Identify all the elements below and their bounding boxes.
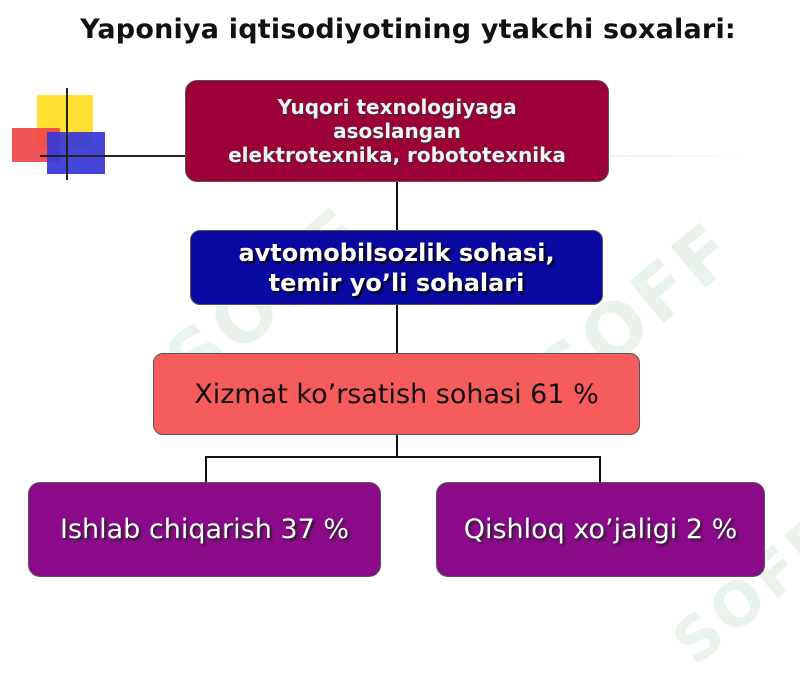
- connector-line: [396, 182, 398, 230]
- node-automotive: avtomobilsozlik sohasi, temir yo’li soha…: [190, 230, 603, 305]
- node-industry-label: Ishlab chiqarish 37 %: [59, 514, 349, 545]
- decor-vertical-line: [66, 88, 68, 180]
- node-automotive-line: temir yo’li sohalari: [268, 268, 525, 297]
- decor-blue-square: [47, 132, 105, 174]
- connector-branch-line: [205, 456, 601, 458]
- connector-line: [599, 456, 601, 482]
- node-industry: Ishlab chiqarish 37 %: [28, 482, 381, 577]
- node-services-label: Xizmat ko’rsatish sohasi 61 %: [194, 378, 599, 410]
- node-services: Xizmat ko’rsatish sohasi 61 %: [153, 353, 640, 435]
- node-agriculture: Qishloq xo’jaligi 2 %: [436, 482, 765, 577]
- node-high-tech: Yuqori texnologiyaga asoslangan elektrot…: [185, 80, 609, 182]
- node-high-tech-line: Yuqori texnologiyaga: [277, 95, 517, 119]
- connector-line: [205, 456, 207, 482]
- connector-line: [396, 435, 398, 457]
- decor-horizontal-line: [40, 155, 186, 157]
- node-high-tech-line: asoslangan: [333, 119, 461, 143]
- decor-horizontal-line-fade: [610, 155, 750, 157]
- node-high-tech-line: elektrotexnika, robototexnika: [228, 143, 566, 167]
- node-agriculture-label: Qishloq xo’jaligi 2 %: [463, 514, 738, 545]
- slide-title: Yaponiya iqtisodiyotining ytakchi soxala…: [80, 14, 736, 45]
- connector-line: [396, 305, 398, 353]
- node-automotive-line: avtomobilsozlik sohasi,: [238, 238, 555, 267]
